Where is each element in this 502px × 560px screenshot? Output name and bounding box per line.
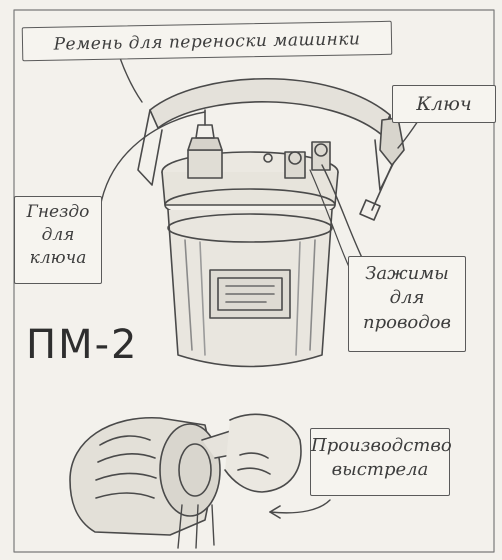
hands-illustration xyxy=(69,413,331,549)
label-wire-clamps-line-1: Зажимы xyxy=(365,263,449,284)
label-key-socket-line-3: ключа xyxy=(29,247,87,268)
carrying-strap xyxy=(149,78,391,136)
pointer-socket xyxy=(99,111,206,209)
model-title: ПМ-2 xyxy=(26,322,139,368)
key-tool xyxy=(359,117,405,221)
label-key-socket-line-1: Гнездо xyxy=(26,202,90,222)
label-wire-clamps: Зажимы для проводов xyxy=(348,256,466,352)
label-firing-line-2: выстрела xyxy=(331,459,429,481)
key-socket-nut xyxy=(187,109,223,179)
strap-left-side xyxy=(137,109,163,186)
label-firing-line-1: Производство xyxy=(311,435,452,456)
device-body xyxy=(161,151,339,368)
label-wire-clamps-line-3: проводов xyxy=(363,311,451,333)
pointer-belt xyxy=(119,57,143,103)
label-carrying-strap-text: Ремень для переноски машинки xyxy=(53,29,361,55)
label-carrying-strap: Ремень для переноски машинки xyxy=(21,20,393,62)
label-wire-clamps-line-2: для xyxy=(389,287,425,309)
label-firing: Производство выстрела xyxy=(310,428,452,496)
pointer-fire xyxy=(269,499,331,514)
label-key: Ключ xyxy=(392,85,496,123)
label-key-text: Ключ xyxy=(416,93,472,115)
wire-clamps xyxy=(263,141,331,179)
label-key-socket: Гнездо для ключа xyxy=(14,196,102,284)
label-key-socket-line-2: для xyxy=(41,224,75,245)
